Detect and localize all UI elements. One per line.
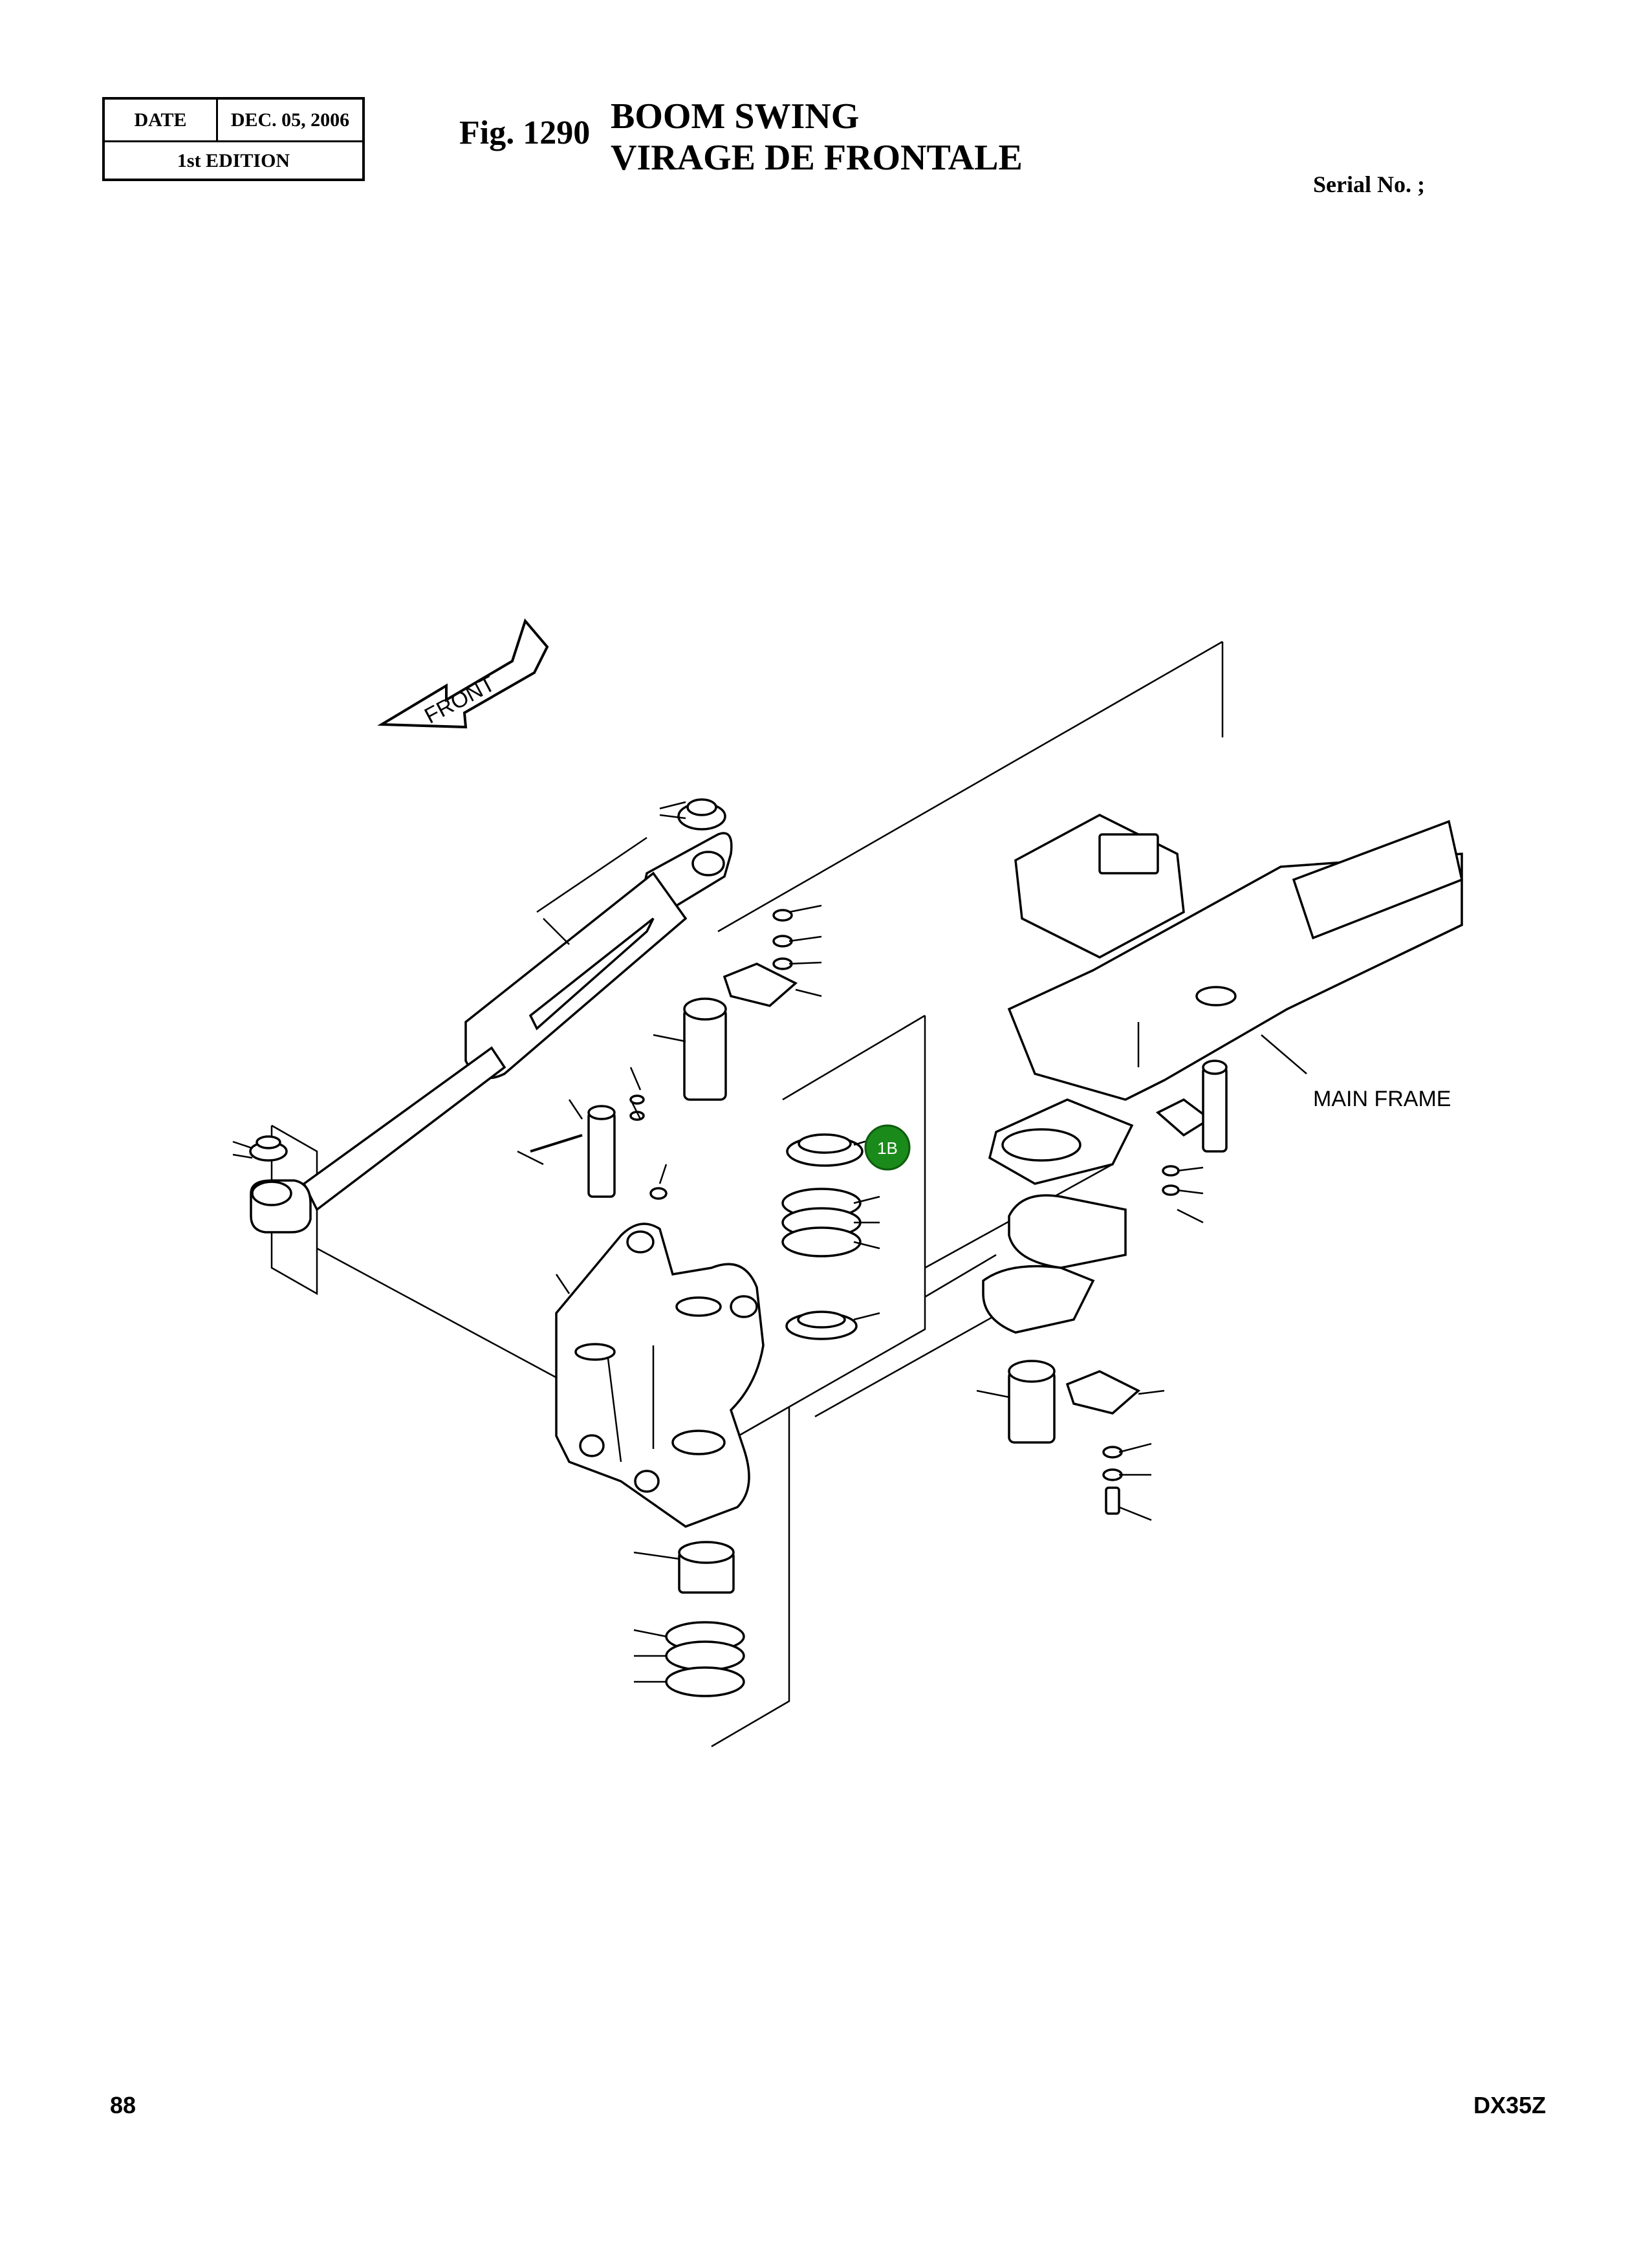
date-edition-box: DATE DEC. 05, 2006 1st EDITION <box>102 97 365 181</box>
bushings-and-shims <box>665 1133 864 1697</box>
figure-title-english: BOOM SWING <box>611 96 860 136</box>
date-label: DATE <box>105 100 218 140</box>
callout-1b[interactable]: 1B <box>864 1124 911 1171</box>
callout-1b-label: 1B <box>877 1138 898 1158</box>
serial-number-label: Serial No. ; <box>1313 171 1425 197</box>
leader-lines <box>232 801 1204 1683</box>
model-number: DX35Z <box>1473 2092 1547 2118</box>
swing-bracket <box>555 1223 765 1528</box>
date-row: DATE DEC. 05, 2006 <box>105 100 362 142</box>
boom-swing-cylinder <box>249 798 733 1234</box>
front-direction-arrow: FRONT <box>377 618 549 728</box>
figure-title-french: VIRAGE DE FRONTALE <box>611 138 1023 178</box>
main-frame: MAIN FRAME <box>982 814 1464 1334</box>
callout-circle <box>864 1124 911 1171</box>
projection-lines <box>270 640 1224 1748</box>
figure-number: Fig. 1290 <box>459 114 591 151</box>
edition-label: 1st EDITION <box>177 150 290 171</box>
date-value: DEC. 05, 2006 <box>230 109 350 131</box>
pins-and-hardware <box>530 909 1228 1515</box>
page-number: 88 <box>110 2092 136 2118</box>
main-frame-label: MAIN FRAME <box>1313 1087 1451 1111</box>
